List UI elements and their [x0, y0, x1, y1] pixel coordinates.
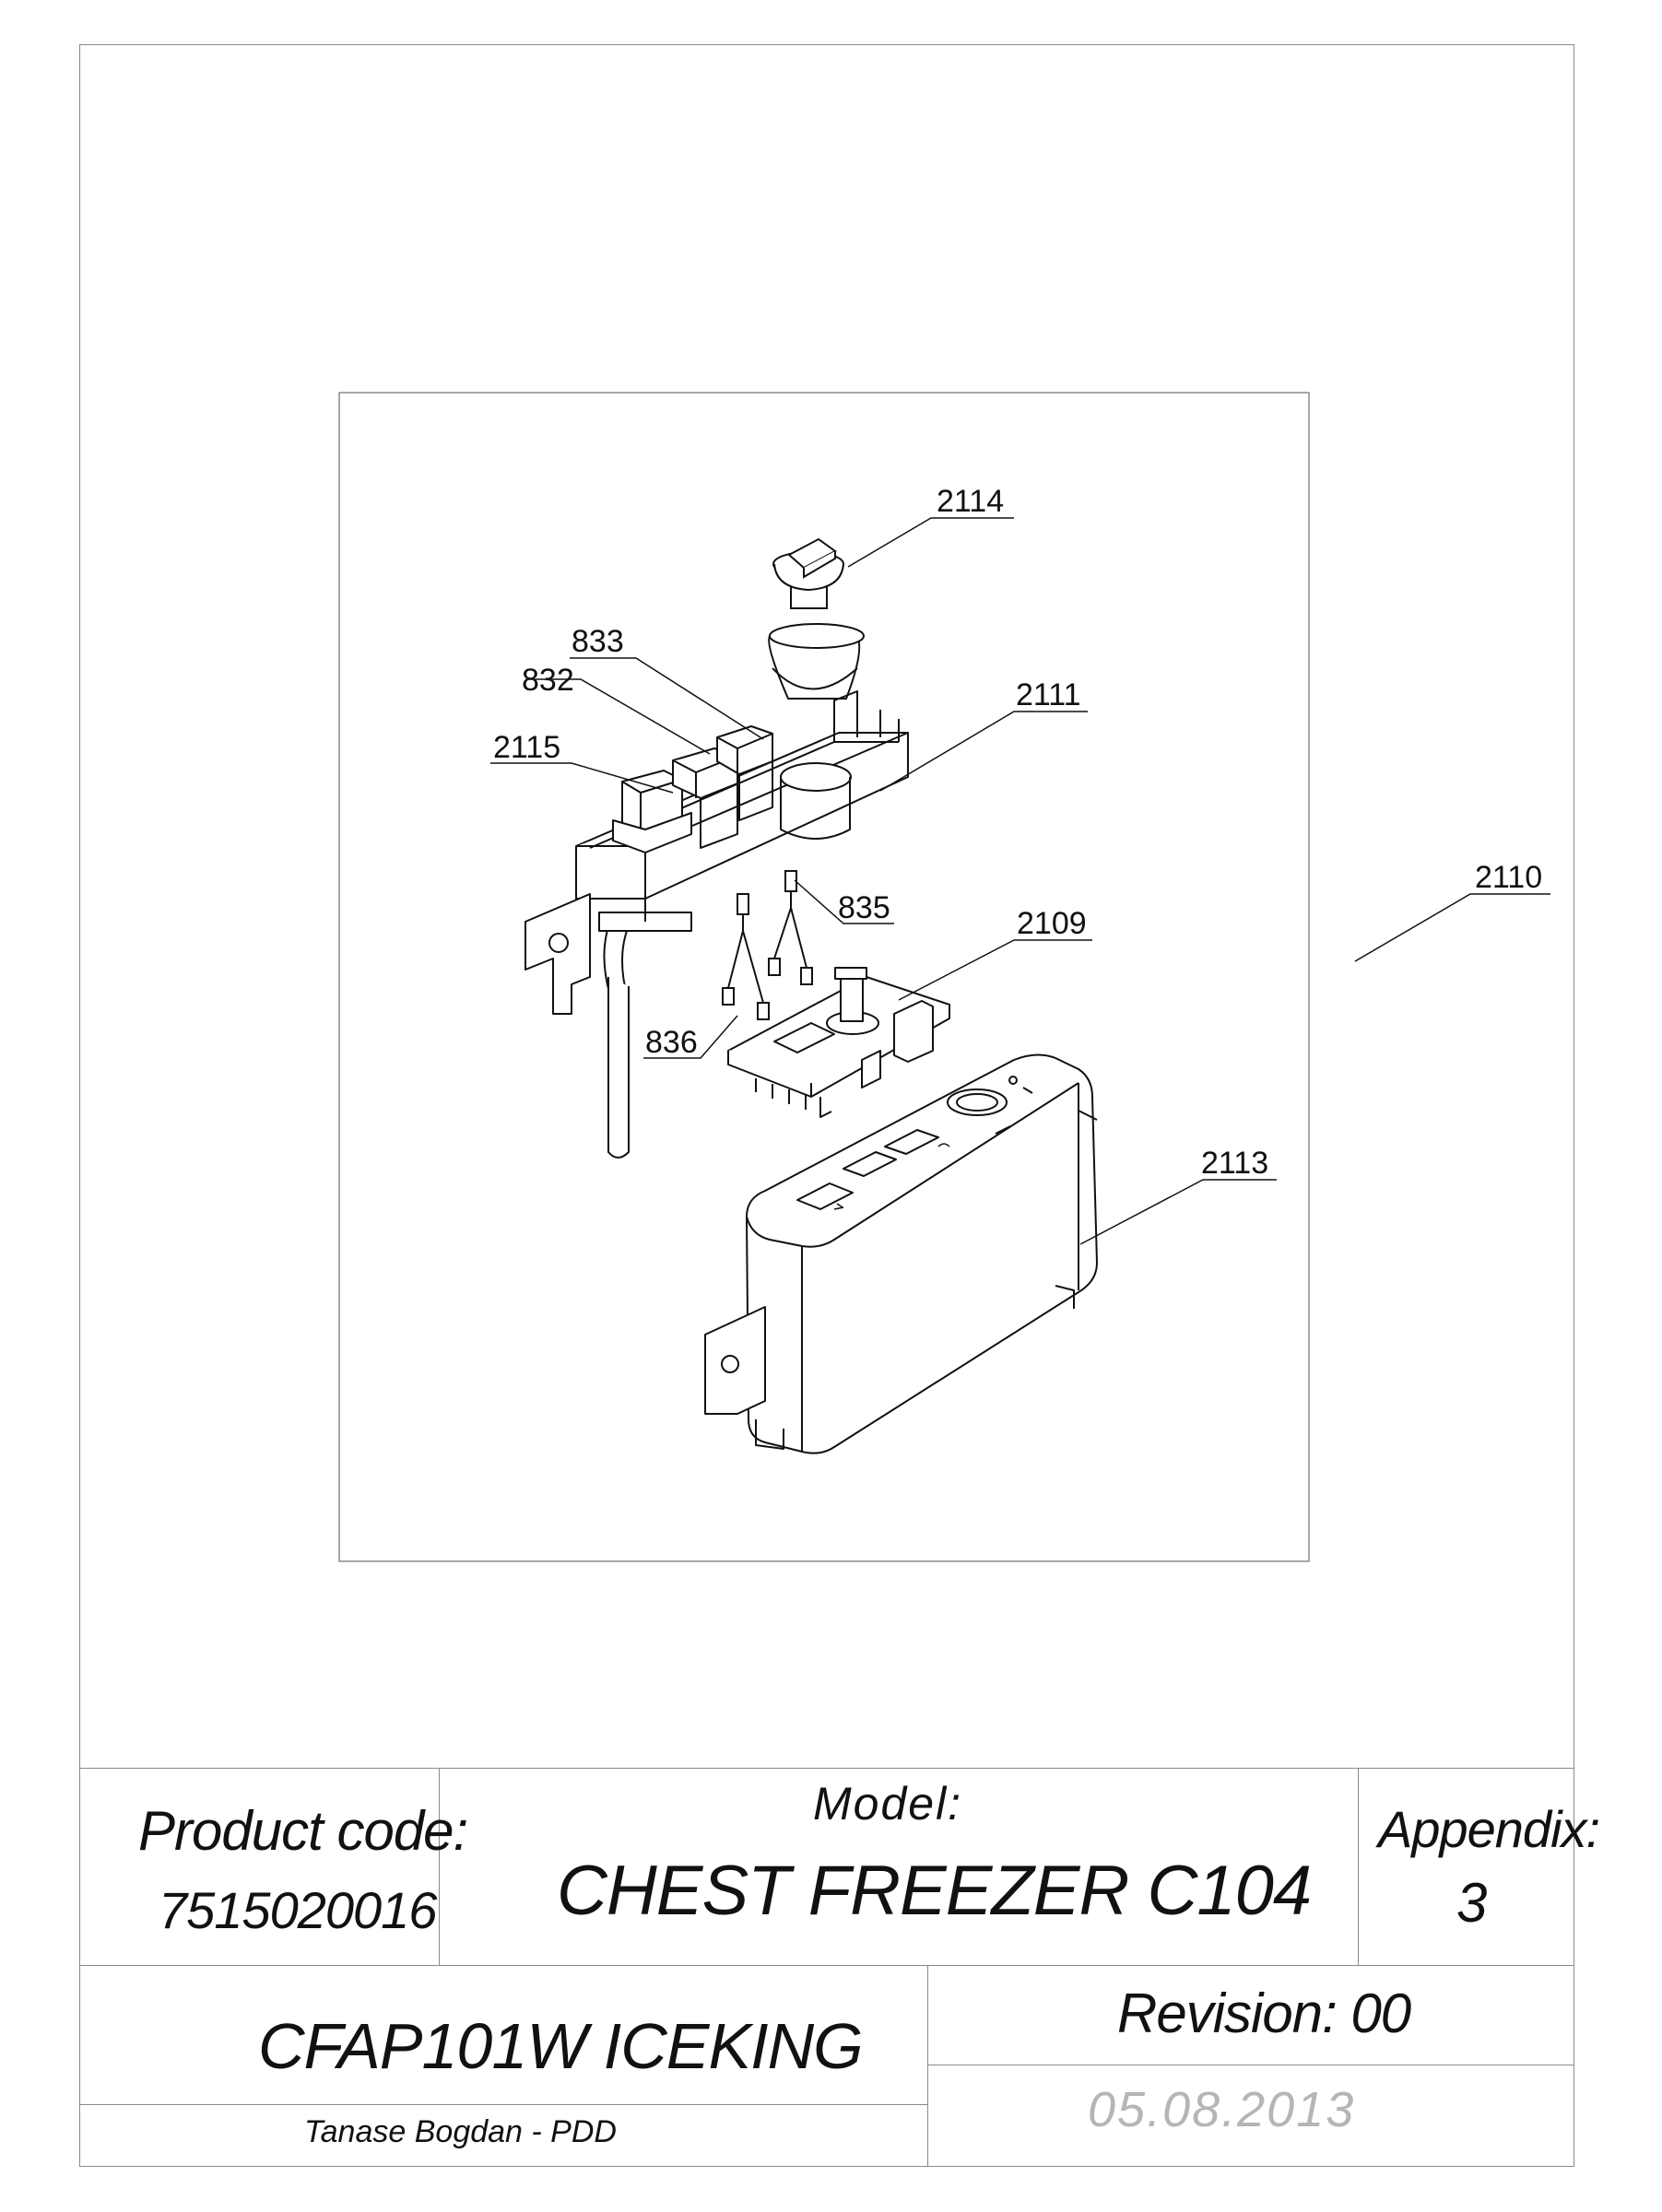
model-value: CHEST FREEZER C104 [557, 1852, 1312, 1930]
callout-2115: 2115 [493, 730, 560, 765]
wire-835 [768, 870, 813, 985]
appendix-label: Appendix: [1378, 1800, 1600, 1858]
callout-836: 836 [645, 1025, 698, 1060]
title-block-mid-rule [79, 1965, 1574, 1966]
callout-835: 835 [838, 890, 890, 925]
wire-836 [722, 893, 770, 1020]
revision-value: Revision: 00 [1117, 1983, 1411, 2044]
knob-2114 [768, 537, 865, 700]
cover-box-2113 [704, 1053, 1098, 1454]
drawing-area-border [338, 392, 1310, 1562]
title-block-divider-2 [1358, 1768, 1359, 1965]
leader-lines [490, 517, 1550, 1245]
product-code-value: 7515020016 [159, 1881, 437, 1939]
title-block-top-rule [79, 1768, 1574, 1769]
callout-2110: 2110 [1475, 860, 1542, 895]
product-code-label: Product code: [138, 1800, 468, 1862]
model-label: Model: [813, 1778, 963, 1830]
date-value: 05.08.2013 [1088, 2082, 1356, 2137]
callout-2113: 2113 [1201, 1146, 1268, 1181]
callout-2109: 2109 [1017, 906, 1087, 941]
author-rule [79, 2104, 927, 2105]
callout-832: 832 [522, 663, 574, 698]
drawing-frame [79, 44, 1574, 2167]
callout-2114: 2114 [937, 484, 1004, 519]
product-name: CFAP101W ICEKING [258, 2010, 864, 2082]
switch-2115 [612, 770, 692, 853]
thermostat-pcb-2109 [727, 967, 950, 1118]
appendix-value: 3 [1456, 1872, 1487, 1934]
title-block-divider-3 [927, 1965, 928, 2167]
callout-2111: 2111 [1016, 677, 1081, 712]
title-block-divider-1 [439, 1768, 440, 1965]
callout-833: 833 [572, 624, 624, 659]
author: Tanase Bogdan - PDD [304, 2114, 617, 2149]
switch-833 [716, 725, 773, 821]
